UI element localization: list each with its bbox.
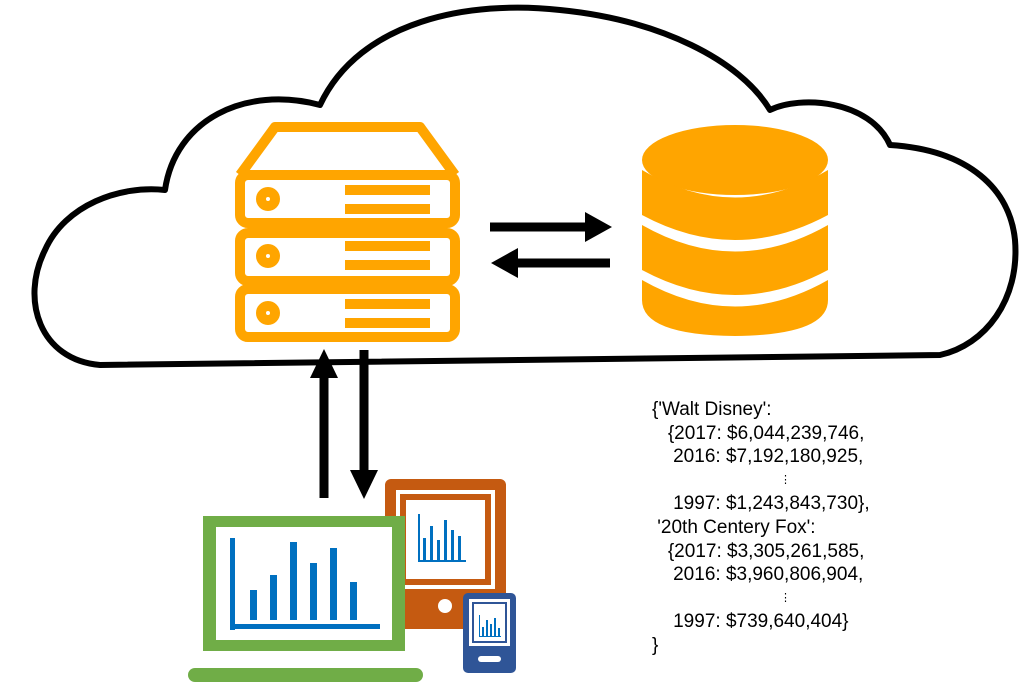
data-line: {2017: $6,044,239,746, bbox=[652, 422, 865, 444]
database-icon bbox=[642, 125, 828, 336]
ellipsis-line: ⋮ bbox=[780, 473, 791, 486]
data-line: } bbox=[652, 634, 659, 656]
data-line: 1997: $739,640,404} bbox=[652, 611, 849, 633]
laptop-icon bbox=[188, 516, 423, 682]
data-line: {'Walt Disney': bbox=[652, 399, 772, 420]
laptop-chart bbox=[230, 538, 380, 630]
data-line: 2016: $3,960,806,904, bbox=[652, 564, 864, 586]
server-db-arrows bbox=[490, 212, 612, 278]
server-icon bbox=[235, 122, 460, 342]
tablet-icon bbox=[463, 593, 516, 673]
cloud-icon bbox=[31, 4, 1019, 368]
monitor-chart bbox=[418, 514, 466, 562]
data-line: {2017: $3,305,261,585, bbox=[652, 540, 865, 562]
revenue-data-text: {'Walt Disney': {2017: $6,044,239,746, 2… bbox=[652, 398, 1022, 658]
data-line: '20th Centery Fox': bbox=[652, 516, 816, 538]
monitor-icon bbox=[385, 479, 506, 629]
data-line: 1997: $1,243,843,730}, bbox=[652, 493, 870, 515]
client-server-arrows bbox=[310, 349, 378, 499]
tablet-chart bbox=[479, 615, 501, 637]
data-line: 2016: $7,192,180,925, bbox=[652, 446, 864, 468]
ellipsis-line: ⋮ bbox=[780, 591, 791, 604]
